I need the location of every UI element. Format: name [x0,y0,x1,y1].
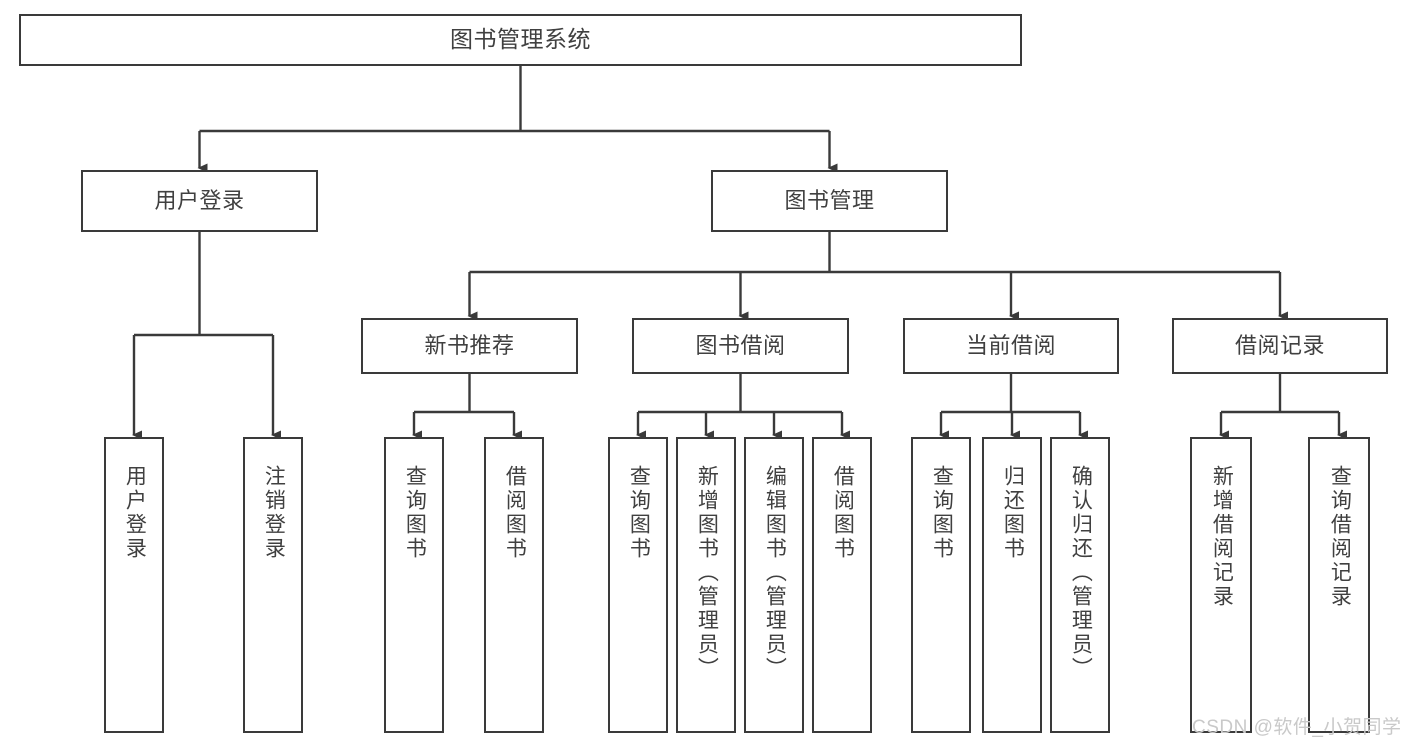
node-leaf-12[interactable]: 查询借阅记录 [1308,437,1370,733]
node-leaf-1[interactable]: 注销登录 [243,437,303,733]
node-label: 查询借阅记录 [1328,465,1352,609]
node-label: 查询图书 [627,465,651,561]
node-label: 新增借阅记录 [1210,465,1234,609]
node-leaf-6[interactable]: 编辑图书（管理员） [744,437,804,733]
node-leaf-5[interactable]: 新增图书（管理员） [676,437,736,733]
node-label: 借阅图书 [503,465,527,561]
node-l3-借阅记录[interactable]: 借阅记录 [1172,318,1388,374]
node-label: 图书管理系统 [450,26,591,53]
node-label: 图书管理 [784,188,875,214]
node-l2-图书管理[interactable]: 图书管理 [711,170,948,232]
node-leaf-7[interactable]: 借阅图书 [812,437,872,733]
node-label: 新增图书（管理员） [695,465,719,681]
node-label: 用户登录 [154,188,245,214]
node-leaf-11[interactable]: 新增借阅记录 [1190,437,1252,733]
node-l3-新书推荐[interactable]: 新书推荐 [361,318,578,374]
node-leaf-3[interactable]: 借阅图书 [484,437,544,733]
node-label: 查询图书 [930,465,954,561]
node-leaf-0[interactable]: 用户登录 [104,437,164,733]
node-label: 借阅记录 [1234,333,1325,359]
node-label: 确认归还（管理员） [1069,465,1093,681]
node-label: 归还图书 [1001,465,1025,561]
node-l2-用户登录[interactable]: 用户登录 [81,170,318,232]
node-root-图书管理系统[interactable]: 图书管理系统 [19,14,1022,66]
node-label: 用户登录 [123,465,147,561]
node-label: 图书借阅 [695,333,786,359]
node-l3-图书借阅[interactable]: 图书借阅 [632,318,849,374]
node-leaf-4[interactable]: 查询图书 [608,437,668,733]
node-label: 查询图书 [403,465,427,561]
node-l3-当前借阅[interactable]: 当前借阅 [903,318,1119,374]
node-label: 编辑图书（管理员） [763,465,787,681]
csdn-watermark: CSDN @软件_小贺同学 [1192,717,1402,738]
node-label: 新书推荐 [424,333,515,359]
node-label: 借阅图书 [831,465,855,561]
node-label: 注销登录 [262,465,286,561]
node-leaf-2[interactable]: 查询图书 [384,437,444,733]
node-label: 当前借阅 [965,333,1056,359]
node-leaf-8[interactable]: 查询图书 [911,437,971,733]
node-leaf-10[interactable]: 确认归还（管理员） [1050,437,1110,733]
node-leaf-9[interactable]: 归还图书 [982,437,1042,733]
